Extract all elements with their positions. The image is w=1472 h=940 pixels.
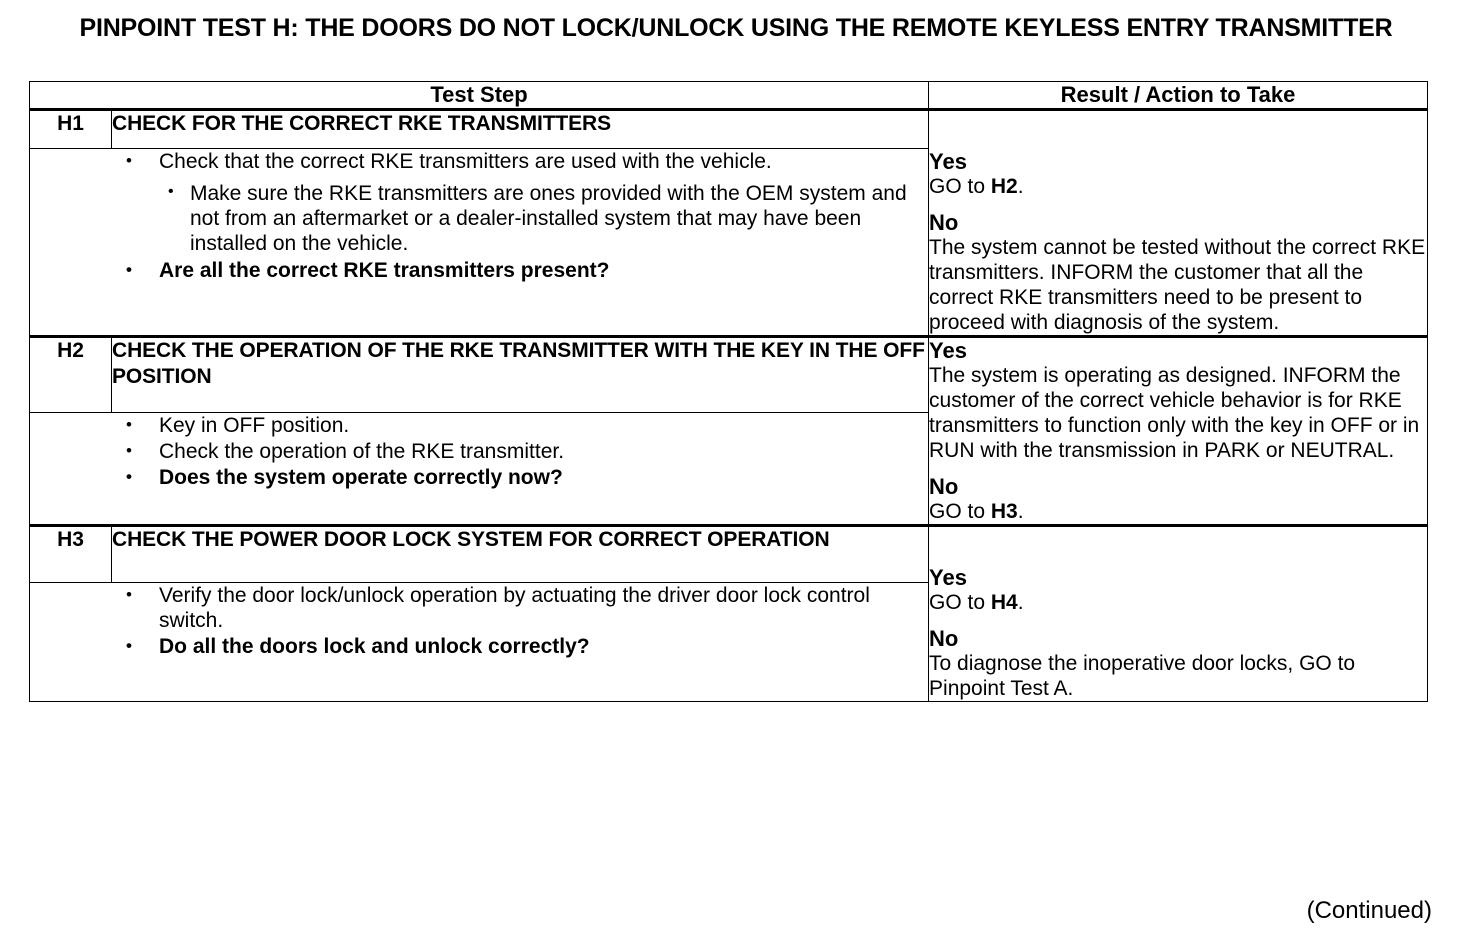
result-label-no: No: [929, 626, 959, 651]
result-text-ref: H4: [990, 591, 1018, 614]
result-text-yes: GO to H4.: [929, 590, 1427, 615]
result-text-part: The system is operating as designed. INF…: [929, 364, 1420, 462]
pinpoint-test-table: Test Step Result / Action to Take H1 CHE…: [28, 81, 1429, 702]
step-heading-h3: CHECK THE POWER DOOR LOCK SYSTEM FOR COR…: [110, 524, 930, 583]
table-row-h1-body: Check that the correct RKE transmitters …: [28, 147, 1428, 338]
result-text-part: To diagnose the inoperative door locks, …: [929, 652, 1356, 700]
result-label-no: No: [929, 210, 959, 235]
step-body-h2: Key in OFF position. Check the operation…: [28, 412, 930, 526]
result-text-part: The system cannot be tested without the …: [929, 236, 1426, 334]
result-text-suffix: .: [1017, 500, 1024, 523]
step-text: Check that the correct RKE transmitters …: [159, 149, 772, 173]
table-row-h3-heading: H3 CHECK THE POWER DOOR LOCK SYSTEM FOR …: [29, 524, 1429, 702]
step-list-h1: Check that the correct RKE transmitters …: [30, 148, 928, 283]
result-text-no: GO to H3.: [929, 499, 1427, 524]
result-text-yes: The system is operating as designed. INF…: [929, 363, 1427, 463]
result-text-part: GO to: [929, 500, 991, 523]
table-row-h1-heading: H1 CHECK FOR THE CORRECT RKE TRANSMITTER…: [29, 109, 1429, 337]
result-block-no-h3: No To diagnose the inoperative door lock…: [929, 626, 1427, 701]
page-title: PINPOINT TEST H: THE DOORS DO NOT LOCK/U…: [79, 14, 1393, 42]
table-row-h2-heading: H2 CHECK THE OPERATION OF THE RKE TRANSM…: [29, 334, 1429, 526]
list-item: Check that the correct RKE transmitters …: [30, 148, 928, 256]
result-block-yes-h1: Yes GO to H2.: [929, 149, 1427, 199]
step-body-h3: Verify the door lock/unlock operation by…: [28, 582, 930, 702]
list-item: Do all the doors lock and unlock correct…: [30, 633, 928, 659]
continued-note: (Continued): [1306, 897, 1432, 924]
step-list-h3: Verify the door lock/unlock operation by…: [30, 582, 928, 659]
result-cell-h3: Yes GO to H4. No To diagnose the inopera…: [928, 524, 1429, 702]
list-item: Are all the correct RKE transmitters pre…: [30, 257, 928, 283]
table-row-h3-body: Verify the door lock/unlock operation by…: [28, 582, 1428, 702]
result-label-yes: Yes: [929, 565, 967, 590]
step-sublist-h1: Make sure the RKE transmitters are ones …: [159, 179, 928, 256]
step-body-h1: Check that the correct RKE transmitters …: [28, 147, 930, 338]
result-text-suffix: .: [1017, 591, 1024, 614]
result-text-yes: GO to H2.: [929, 174, 1427, 199]
table-header-row: Test Step Result / Action to Take: [28, 81, 1429, 111]
result-text-part: GO to: [929, 175, 991, 198]
column-header-test-step: Test Step: [28, 81, 930, 111]
result-label-no: No: [929, 474, 959, 499]
result-block-yes-h2: Yes The system is operating as designed.…: [929, 338, 1427, 463]
result-block-no-h1: No The system cannot be tested without t…: [929, 210, 1427, 335]
column-header-result: Result / Action to Take: [928, 81, 1429, 111]
step-heading-h1: CHECK FOR THE CORRECT RKE TRANSMITTERS: [110, 109, 930, 149]
result-text-part: GO to: [929, 591, 991, 614]
result-text-suffix: .: [1017, 175, 1024, 198]
step-id-h3: H3: [29, 524, 112, 583]
result-label-yes: Yes: [929, 338, 967, 363]
step-heading-h2: CHECK THE OPERATION OF THE RKE TRANSMITT…: [110, 334, 930, 414]
step-list-h2: Key in OFF position. Check the operation…: [30, 412, 928, 490]
table-row-h2-body: Key in OFF position. Check the operation…: [28, 412, 1428, 526]
result-label-yes: Yes: [929, 149, 967, 174]
step-id-h2: H2: [29, 334, 112, 414]
result-cell-h2: Yes The system is operating as designed.…: [928, 335, 1429, 526]
list-item: Does the system operate correctly now?: [30, 464, 928, 490]
result-text-no: To diagnose the inoperative door locks, …: [929, 651, 1427, 701]
list-item: Check the operation of the RKE transmitt…: [30, 438, 928, 464]
list-item: Verify the door lock/unlock operation by…: [30, 582, 928, 633]
result-cell-h1: Yes GO to H2. No The system cannot be te…: [928, 109, 1429, 337]
result-text-no: The system cannot be tested without the …: [929, 235, 1427, 335]
step-id-h1: H1: [29, 109, 112, 149]
result-block-yes-h3: Yes GO to H4.: [929, 565, 1427, 615]
list-item: Make sure the RKE transmitters are ones …: [164, 179, 928, 256]
result-text-ref: H2: [990, 175, 1018, 198]
list-item: Key in OFF position.: [30, 412, 928, 438]
result-text-ref: H3: [990, 500, 1018, 523]
result-block-no-h2: No GO to H3.: [929, 474, 1427, 524]
